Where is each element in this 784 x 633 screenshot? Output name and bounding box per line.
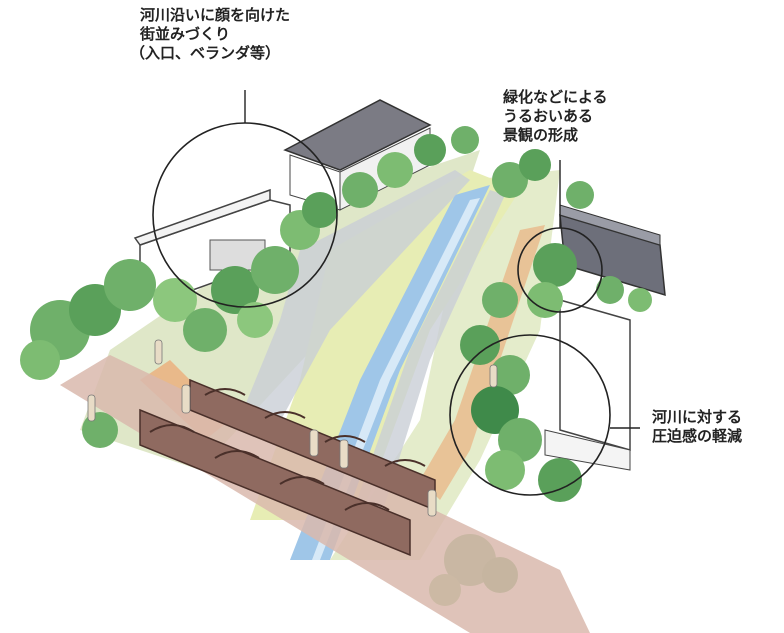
annotation-street-facing: 河川沿いに顔を向けた 街並みづくり （入口、ベランダ等） (130, 6, 291, 63)
annotation-greenery: 緑化などによる うるおいある 景観の形成 (503, 88, 608, 145)
annotation-pressure-line-1: 河川に対する (652, 408, 743, 426)
annotation-pressure: 河川に対する 圧迫感の軽減 (652, 408, 742, 446)
pedestrians (87, 339, 498, 517)
annotation-street-facing-line-3: （入口、ベランダ等） (130, 44, 281, 62)
annotation-greenery-line-3: 景観の形成 (503, 126, 579, 144)
left-building (133, 188, 291, 301)
lower-bridge (139, 408, 411, 557)
left-stone-bank (235, 170, 470, 440)
right-building-wall (544, 299, 631, 471)
annotation-street-facing-line-2: 街並みづくり (140, 25, 231, 43)
annotation-greenery-line-2: うるおいある (503, 107, 594, 125)
annotation-pressure-line-2: 圧迫感の軽減 (652, 427, 743, 445)
annotation-greenery-line-1: 緑化などによる (503, 88, 608, 106)
right-embankment (330, 170, 560, 560)
annotation-street-facing-line-1: 河川沿いに顔を向けた (140, 6, 291, 24)
right-bank-trees (460, 149, 652, 502)
callout-circle-pressure (449, 334, 611, 496)
right-stone-bank (350, 190, 505, 520)
left-bank-trees (20, 126, 479, 380)
